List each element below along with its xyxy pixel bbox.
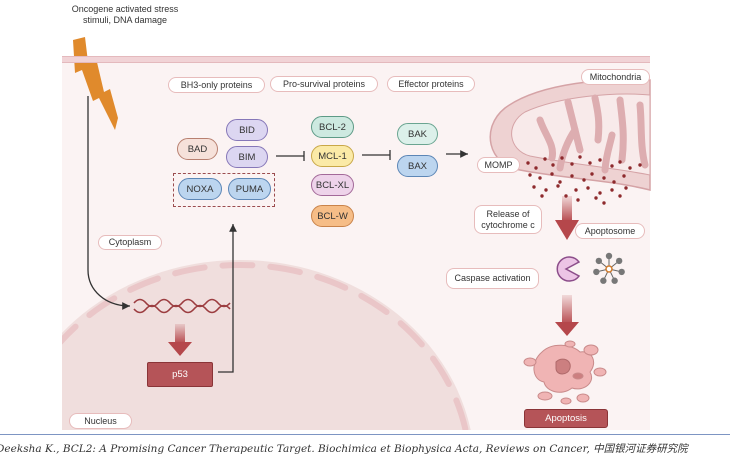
mitochondria-shape — [489, 78, 651, 191]
cytochrome-c-dot — [574, 188, 578, 192]
cytochrome-c-dot — [570, 174, 574, 178]
cytoplasm-label: Cytoplasm — [98, 235, 162, 250]
apoptosome-icon — [593, 252, 625, 284]
cytochrome-c-dot — [570, 162, 574, 166]
bh3-only-label: BH3-only proteins — [168, 77, 265, 93]
cytochrome-c-dot — [618, 194, 622, 198]
cytochrome-c-dot — [582, 178, 586, 182]
cytochrome-c-dot — [594, 196, 598, 200]
protein-bcl-xl: BCL-XL — [311, 174, 354, 196]
protein-bcl-2: BCL-2 — [311, 116, 354, 138]
cytochrome-c-dot — [551, 163, 555, 167]
mitochondria-label: Mitochondria — [581, 69, 650, 85]
figure-caption: Deeksha K., BCL2: A Promising Cancer The… — [0, 443, 688, 455]
stimulus-label: Oncogene activated stress stimuli, DNA d… — [71, 4, 179, 25]
cytochrome-c-dot — [532, 185, 536, 189]
cytochrome-c-dots — [526, 155, 642, 205]
cytochrome-c-dot — [638, 163, 642, 167]
protein-bax: BAX — [397, 155, 438, 177]
protein-bcl-w: BCL-W — [311, 205, 354, 227]
nucleus-label: Nucleus — [69, 413, 132, 429]
cytochrome-c-dot — [560, 156, 564, 160]
protein-puma: PUMA — [228, 178, 271, 200]
cytochrome-c-dot — [528, 173, 532, 177]
protein-bid: BID — [226, 119, 268, 141]
apoptosome-node — [615, 257, 623, 265]
cytochrome-c-dot — [540, 194, 544, 198]
apoptosome-node — [611, 277, 618, 284]
caption-divider — [0, 434, 730, 435]
cytochrome-c-dot — [543, 157, 547, 161]
cytochrome-c-dot — [576, 198, 580, 202]
p53-to-bh3-arrow — [218, 224, 237, 373]
cytochrome-c-dot — [598, 158, 602, 162]
inhibit-prosurvival-to-effector — [362, 150, 391, 160]
pro-survival-label: Pro-survival proteins — [270, 76, 378, 92]
apoptotic-cell-icon — [523, 340, 607, 405]
apoptosome-label: Apoptosome — [575, 223, 645, 239]
cytochrome-c-dot — [538, 176, 542, 180]
p53-targets-box — [173, 173, 275, 207]
apoptosome-node — [593, 268, 600, 276]
cytochrome-c-dot — [624, 186, 628, 190]
caspase-to-apoptosis-arrow — [555, 295, 579, 336]
cytochrome-c-dot — [526, 161, 530, 165]
momp-label: MOMP — [477, 157, 520, 173]
release-arrow — [555, 196, 579, 240]
cytochrome-c-dot — [612, 180, 616, 184]
cytochrome-c-dot — [588, 161, 592, 165]
protein-noxa: NOXA — [178, 178, 222, 200]
cytochrome-c-dot — [610, 164, 614, 168]
stimulus-arrow — [87, 96, 131, 310]
cytochrome-c-dot — [610, 188, 614, 192]
cytochrome-c-dot — [602, 176, 606, 180]
protein-bak: BAK — [397, 123, 438, 145]
cytochrome-c-dot — [618, 160, 622, 164]
cytochrome-c-dot — [622, 174, 626, 178]
apoptosis-box: Apoptosis — [524, 409, 608, 428]
cytochrome-c-dot — [556, 184, 560, 188]
apoptosome-node — [605, 252, 613, 260]
p53-box: p53 — [147, 362, 213, 387]
cytochrome-c-dot — [598, 191, 602, 195]
dna-icon — [133, 298, 231, 314]
apoptosome-hub — [605, 265, 613, 273]
cytochrome-c-dot — [602, 201, 606, 205]
effector-label: Effector proteins — [387, 76, 475, 92]
apoptosome-node — [600, 277, 607, 284]
cytochrome-c-dot — [586, 186, 590, 190]
cytochrome-c-dot — [558, 180, 562, 184]
release-cytochrome-c-label: Release of cytochrome c — [474, 205, 542, 234]
protein-bim: BIM — [226, 146, 268, 168]
cytochrome-c-dot — [590, 172, 594, 176]
caspase-activation-label: Caspase activation — [446, 268, 539, 289]
protein-bad: BAD — [177, 138, 218, 160]
dna-to-p53-arrow — [168, 324, 192, 356]
caspase-icon — [556, 256, 581, 282]
cytochrome-c-dot — [550, 172, 554, 176]
nucleus — [62, 260, 471, 430]
cytochrome-c-dot — [628, 166, 632, 170]
cytochrome-c-dot — [534, 166, 538, 170]
cell-membrane — [62, 56, 650, 63]
inhibit-bh3-to-prosurvival — [276, 151, 305, 161]
cytochrome-c-dot — [544, 188, 548, 192]
apoptosome-node — [595, 257, 603, 265]
lightning-bolt-icon — [73, 37, 118, 130]
protein-mcl-1: MCL-1 — [311, 145, 354, 167]
apoptosome-node — [618, 268, 625, 276]
cytochrome-c-dot — [578, 155, 582, 159]
